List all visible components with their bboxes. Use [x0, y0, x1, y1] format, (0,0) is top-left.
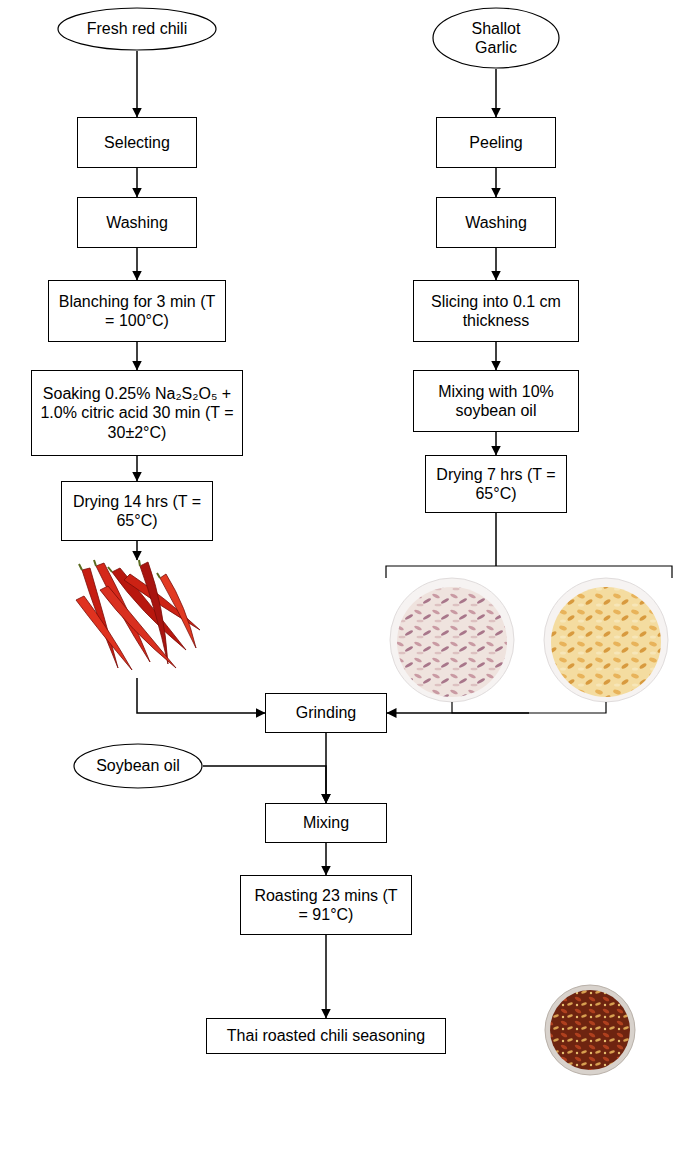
node-label: Fresh red chili [87, 19, 187, 38]
process-box: Peeling [436, 117, 556, 168]
flow-line [136, 342, 138, 370]
flow-line [137, 678, 265, 713]
ellipse-shape [433, 8, 559, 68]
flow-line [136, 456, 138, 481]
node-label: Drying 14 hrs (T = 65°C) [70, 492, 204, 530]
input-ellipse: Fresh red chili [57, 7, 217, 51]
flow-line [325, 935, 327, 1018]
flow-line [136, 51, 138, 117]
process-box: Washing [77, 197, 197, 248]
node-label: Mixing with 10% soybean oil [422, 382, 570, 420]
flow-arrow [137, 342, 138, 370]
node-label: Mixing [303, 813, 349, 832]
process-box: Blanching for 3 min (T = 100°C) [48, 280, 226, 342]
process-box: Thai roasted chili seasoning [206, 1018, 446, 1054]
input-ellipse: Soybean oil [73, 743, 203, 789]
flow-line [136, 168, 138, 197]
ellipse-shape [74, 744, 202, 788]
flow-line [495, 513, 497, 566]
ellipse-shape [58, 8, 216, 50]
process-box: Mixing with 10% soybean oil [413, 370, 579, 432]
flow-line [136, 248, 138, 280]
node-label: Soaking 0.25% Na₂S₂O₅ + 1.0% citric acid… [40, 384, 234, 442]
flow-arrow [496, 69, 497, 117]
bracket-top [386, 566, 672, 578]
node-label: Washing [106, 213, 168, 232]
flow-arrow [326, 935, 327, 1018]
node-label: Drying 7 hrs (T = 65°C) [434, 465, 558, 503]
process-box: Washing [436, 197, 556, 248]
flow-arrow [203, 766, 326, 803]
flow-line [495, 432, 497, 455]
process-box: Roasting 23 mins (T = 91°C) [240, 875, 412, 935]
dried-chili-photo [76, 560, 200, 670]
flow-arrow [496, 432, 497, 455]
process-box: Selecting [77, 117, 197, 168]
dried-shallot-photo [390, 578, 514, 702]
flow-line [325, 843, 327, 875]
node-label: Blanching for 3 min (T = 100°C) [57, 292, 217, 330]
flow-arrow [496, 248, 497, 280]
process-box: Drying 14 hrs (T = 65°C) [61, 481, 213, 541]
node-label: Peeling [469, 133, 522, 152]
dried-garlic-photo [544, 578, 668, 702]
flow-arrow [137, 248, 138, 280]
input-ellipse: Shallot Garlic [432, 7, 560, 69]
flow-arrow [137, 456, 138, 481]
process-box: Soaking 0.25% Na₂S₂O₅ + 1.0% citric acid… [31, 370, 243, 456]
process-box: Mixing [265, 803, 387, 843]
flow-arrow [137, 51, 138, 117]
flow-arrow [496, 342, 497, 370]
node-label: Thai roasted chili seasoning [227, 1026, 425, 1045]
flow-arrow [137, 541, 265, 713]
flow-line [203, 766, 326, 803]
flow-arrow [496, 168, 497, 197]
flow-line [495, 168, 497, 197]
node-label: Selecting [104, 133, 170, 152]
flow-line [387, 712, 529, 714]
bracket-bottom [452, 702, 606, 713]
flow-line [136, 541, 138, 560]
node-label: Roasting 23 mins (T = 91°C) [249, 886, 403, 924]
node-label: Slicing into 0.1 cm thickness [422, 292, 570, 330]
flow-arrow [326, 843, 327, 875]
flow-arrow [387, 513, 529, 713]
process-box: Slicing into 0.1 cm thickness [413, 280, 579, 342]
node-label: Soybean oil [96, 756, 180, 775]
process-box: Grinding [265, 693, 387, 733]
flow-line [495, 69, 497, 117]
process-box: Drying 7 hrs (T = 65°C) [425, 455, 567, 513]
ellipse-outline [432, 7, 560, 69]
node-label: Shallot Garlic [452, 19, 541, 57]
node-label: Washing [465, 213, 527, 232]
roasted-seasoning-photo [545, 985, 635, 1075]
flow-arrow [137, 168, 138, 197]
node-label: Grinding [296, 703, 356, 722]
flow-line [495, 248, 497, 280]
flow-line [495, 342, 497, 370]
